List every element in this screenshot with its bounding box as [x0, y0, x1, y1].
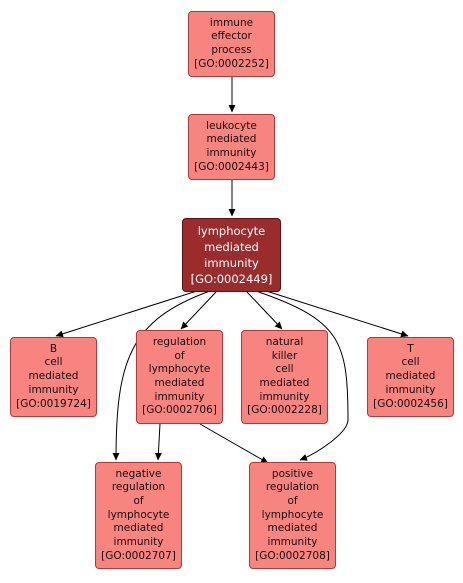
node-label-line: mediated [204, 240, 259, 254]
edge-lymphocyte-to-positive-regulation [255, 290, 349, 461]
node-natural-killer-cell-mediated-immunity[interactable]: natural killer cell mediated immunity [G… [241, 330, 328, 424]
edge-lymphocyte-to-natural-killer [246, 291, 283, 330]
edge-lymphocyte-to-negative-regulation [112, 290, 211, 461]
node-label-line: regulation [265, 481, 320, 494]
node-go-id: [GO:0002443] [194, 160, 269, 173]
node-label-line: process [211, 44, 252, 56]
edge-lymphocyte-to-b-cell [55, 289, 201, 338]
node-leukocyte-mediated-immunity[interactable]: leukocyte mediated immunity [GO:0002443] [188, 114, 275, 180]
node-go-id: [GO:0002707] [101, 549, 176, 562]
node-label-line: immunity [154, 390, 205, 403]
node-positive-regulation-lymphocyte-mediated-immunity[interactable]: positive regulation of lymphocyte mediat… [249, 462, 336, 569]
node-go-id: [GO:0002252] [194, 57, 269, 70]
node-label-line: mediated [154, 377, 205, 389]
node-go-id: [GO:0019724] [16, 397, 91, 410]
node-immune-effector-process[interactable]: immune effector process [GO:0002252] [188, 11, 275, 77]
node-label-line: cell [44, 356, 63, 369]
node-label-line: immune [209, 16, 254, 29]
node-label-line: immunity [206, 147, 257, 159]
node-label-line: leukocyte [206, 119, 257, 132]
node-regulation-lymphocyte-mediated-immunity[interactable]: regulation of lymphocyte mediated immuni… [136, 330, 223, 424]
node-label-line: positive [271, 467, 314, 480]
node-label-line: immunity [385, 383, 436, 396]
node-go-id: [GO:0002456] [373, 397, 448, 410]
node-label-line: immunity [259, 390, 310, 403]
node-label-line: mediated [206, 133, 257, 146]
node-label-line: cell [275, 363, 294, 376]
edge-regulation-to-positive-regulation [199, 423, 269, 464]
node-label-line: lymphocyte [107, 508, 170, 521]
node-go-id: [GO:0002708] [255, 549, 330, 562]
node-label-line: effector [211, 30, 252, 43]
node-label-line: mediated [113, 522, 164, 535]
node-label-line: mediated [267, 522, 318, 535]
node-label-line: regulation [111, 481, 166, 494]
node-label-line: mediated [28, 370, 79, 383]
node-go-id: [GO:0002449] [190, 272, 273, 286]
node-lymphocyte-mediated-immunity[interactable]: lymphocyte mediated immunity [GO:0002449… [182, 218, 281, 292]
node-label-line: of [287, 494, 298, 507]
node-negative-regulation-lymphocyte-mediated-immunity[interactable]: negative regulation of lymphocyte mediat… [95, 462, 182, 569]
node-label-line: cell [401, 356, 420, 369]
node-label-line: immunity [113, 536, 164, 549]
node-b-cell-mediated-immunity[interactable]: B cell mediated immunity [GO:0019724] [10, 337, 97, 417]
node-go-id: [GO:0002228] [247, 404, 322, 417]
edge-lymphocyte-to-t-cell [262, 289, 409, 338]
node-go-id: [GO:0002706] [142, 404, 217, 417]
node-label-line: negative [115, 467, 162, 480]
edge-lymphocyte-to-regulation [180, 291, 217, 330]
node-label-line: killer [271, 349, 298, 362]
node-label-line: immunity [204, 256, 259, 270]
node-t-cell-mediated-immunity[interactable]: T cell mediated immunity [GO:0002456] [367, 337, 454, 417]
node-label-line: of [133, 494, 144, 507]
node-label-line: T [407, 342, 414, 355]
node-label-line: mediated [385, 370, 436, 383]
edge-regulation-to-negative-regulation [154, 423, 162, 461]
node-label-line: of [174, 349, 185, 362]
node-label-line: B [49, 342, 58, 355]
node-label-line: mediated [259, 377, 310, 389]
node-label-line: immunity [267, 536, 318, 549]
node-label-line: lymphocyte [261, 508, 324, 521]
node-label-line: lymphocyte [148, 363, 211, 376]
node-label-line: natural [265, 335, 304, 348]
node-label-line: lymphocyte [197, 224, 266, 238]
node-label-line: immunity [28, 383, 79, 396]
node-label-line: regulation [152, 335, 207, 348]
